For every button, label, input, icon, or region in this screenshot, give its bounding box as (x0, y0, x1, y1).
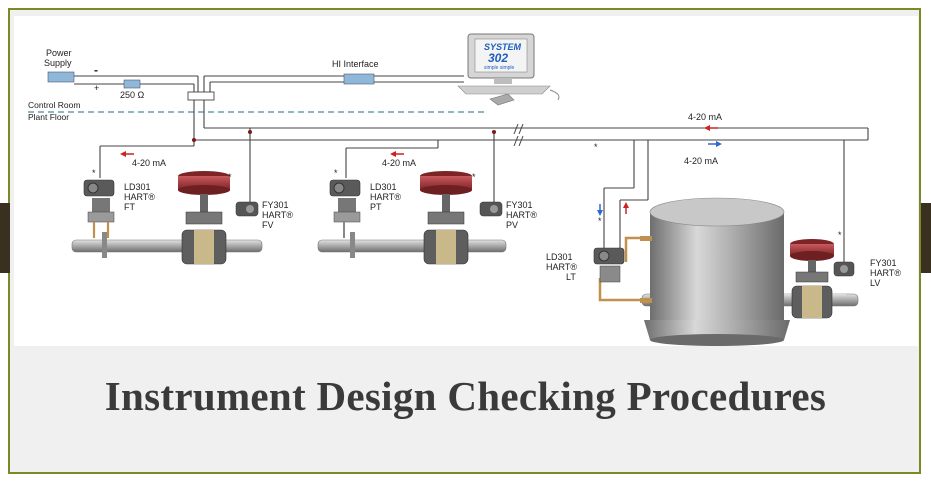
loop2-current-label: 4-20 mA (382, 158, 416, 168)
plus-sign: + (94, 83, 99, 93)
pv-label-line3: PV (506, 220, 518, 230)
wire-junction-dots (192, 130, 496, 142)
loop2-star: * (334, 168, 338, 178)
lv-label-line3: LV (870, 278, 880, 288)
page-title: Instrument Design Checking Procedures (104, 373, 827, 419)
transmitter-pt (329, 179, 361, 238)
loop1-current-label: 4-20 mA (132, 158, 166, 168)
fv-label-line3: FV (262, 220, 274, 230)
positioner-fv (235, 201, 259, 217)
control-room-label: Control Room (28, 100, 80, 110)
computer-tagline: simple simple (484, 65, 515, 71)
plant-floor-label: Plant Floor (28, 112, 69, 122)
fv-label-line1: FY301 (262, 200, 289, 210)
power-supply-label-line2: Supply (44, 58, 72, 68)
lv-label-line2: HART® (870, 268, 901, 278)
power-supply (47, 71, 75, 83)
pt-label-line1: LD301 (370, 182, 397, 192)
transmitter-ft (83, 179, 115, 238)
transmitter-lt (593, 247, 625, 283)
power-supply-label-line1: Power (46, 48, 72, 58)
loop-wiring (74, 75, 869, 264)
ft-label-line3: FT (124, 202, 135, 212)
pv-label-line1: FY301 (506, 200, 533, 210)
impulse-lines (598, 236, 640, 302)
resistor-label: 250 Ω (120, 90, 145, 100)
fv-label-line2: HART® (262, 210, 293, 220)
storage-tank (640, 197, 790, 346)
computer-logo-line2: 302 (488, 51, 508, 65)
loop3-lt-star: * (598, 216, 602, 226)
loop1-star: * (92, 168, 96, 178)
pt-label-line3: PT (370, 202, 382, 212)
right-edge-bar (921, 203, 931, 273)
minus-sign: - (94, 63, 98, 77)
control-valve-pv (420, 171, 472, 265)
loop2-valve-star: * (472, 172, 476, 182)
control-valve-lv (790, 239, 834, 319)
loop3-current-label-top: 4-20 mA (688, 112, 722, 122)
computer-workstation (457, 33, 560, 106)
positioner-lv (833, 261, 855, 277)
loop1-valve-star: * (228, 172, 232, 182)
junction-box (187, 91, 215, 101)
ft-label-line2: HART® (124, 192, 155, 202)
lt-label-line2: HART® (546, 262, 577, 272)
loop3-star: * (594, 142, 598, 152)
positioner-pv (479, 201, 503, 217)
pv-label-line2: HART® (506, 210, 537, 220)
signal-arrows (120, 125, 722, 216)
lv-label-line1: FY301 (870, 258, 897, 268)
resistor-250-ohm (123, 79, 141, 89)
cable-break-marks (513, 123, 524, 147)
loop3-current-label-bottom: 4-20 mA (684, 156, 718, 166)
hi-interface-label: HI Interface (332, 59, 379, 69)
lt-label-line3: LT (566, 272, 576, 282)
hi-interface (343, 73, 375, 85)
left-edge-bar (0, 203, 10, 273)
control-valve-fv (178, 171, 230, 265)
pt-label-line2: HART® (370, 192, 401, 202)
ft-label-line1: LD301 (124, 182, 151, 192)
hart-network-diagram: Power Supply - + 250 Ω HI Interface SYST… (14, 16, 918, 346)
loop3-valve-star: * (838, 230, 842, 240)
computer-logo-line1: SYSTEM (484, 42, 522, 52)
lt-label-line1: LD301 (546, 252, 573, 262)
